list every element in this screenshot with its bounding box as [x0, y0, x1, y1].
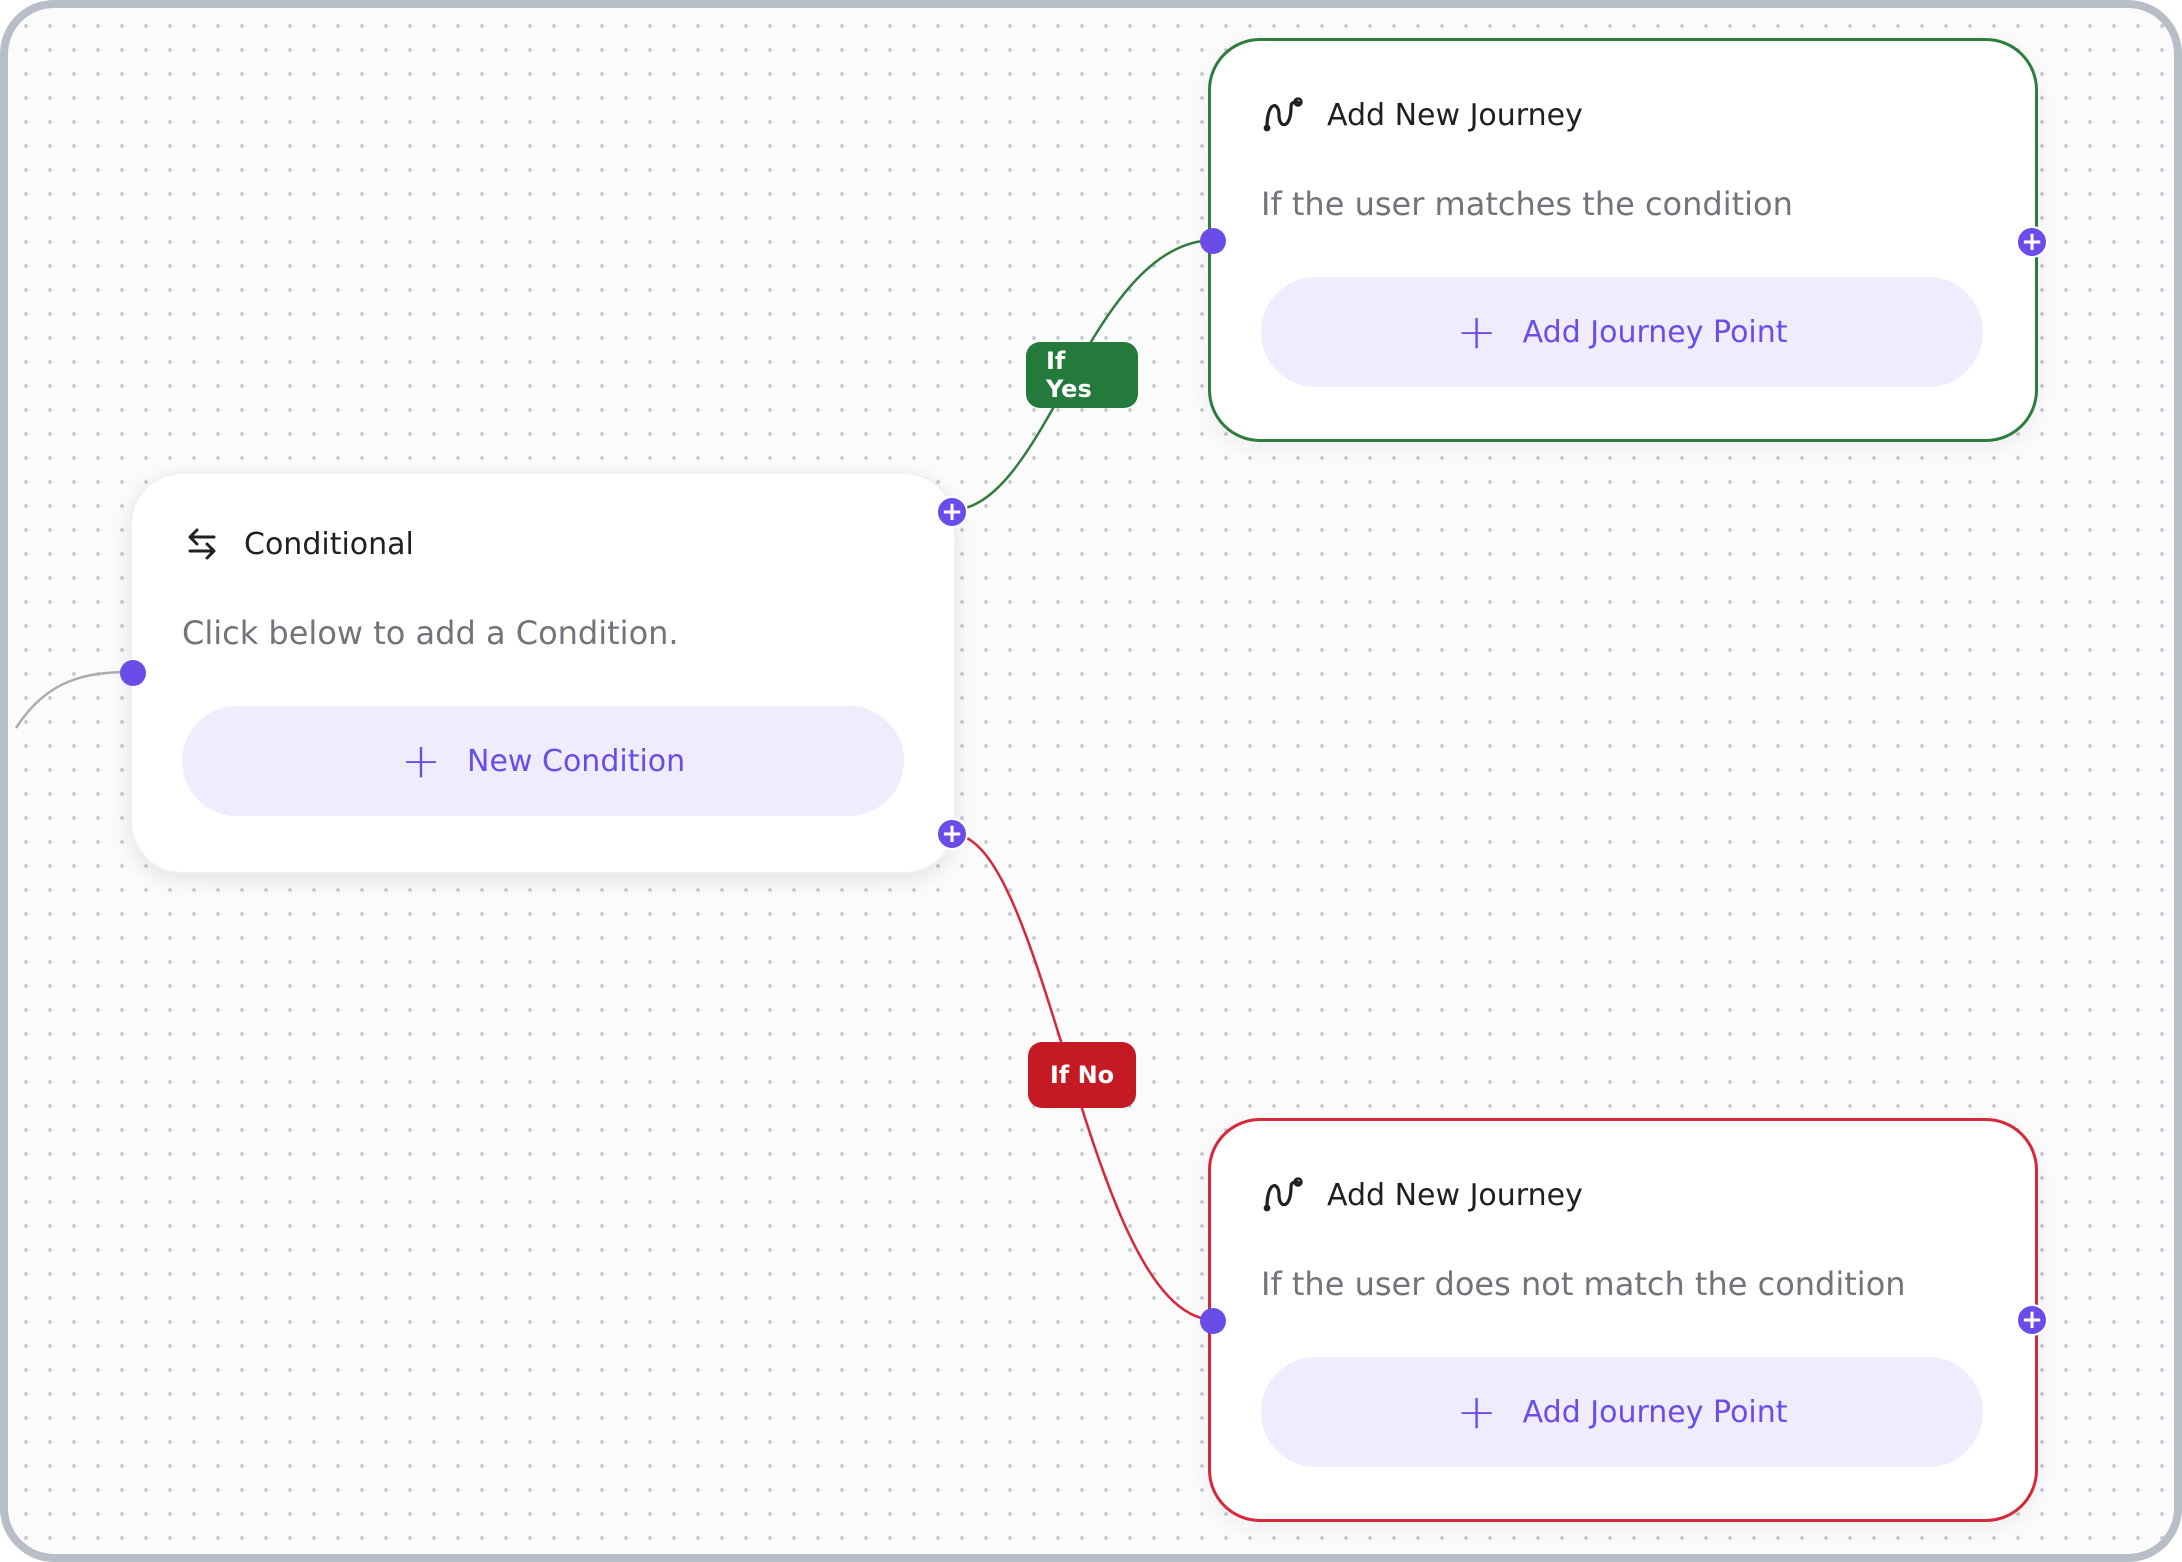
- new-condition-button[interactable]: + New Condition: [182, 706, 904, 816]
- incoming-edge: [14, 670, 133, 729]
- add-journey-point-button-yes[interactable]: + Add Journey Point: [1261, 277, 1983, 387]
- journey-node-no-header: Add New Journey: [1263, 1177, 1583, 1213]
- journey-node-yes-title: Add New Journey: [1327, 97, 1583, 133]
- conditional-node-description: Click below to add a Condition.: [182, 614, 679, 652]
- journey-yes-output-handle[interactable]: +: [2016, 226, 2048, 258]
- add-journey-point-label: Add Journey Point: [1522, 1394, 1788, 1430]
- add-journey-point-label: Add Journey Point: [1522, 314, 1788, 350]
- conditional-node[interactable]: Conditional Click below to add a Conditi…: [130, 472, 956, 874]
- journey-node-no[interactable]: Add New Journey If the user does not mat…: [1208, 1118, 2038, 1522]
- add-journey-point-button-no[interactable]: + Add Journey Point: [1261, 1357, 1983, 1467]
- journey-yes-input-handle[interactable]: [1200, 228, 1226, 254]
- journey-node-yes[interactable]: Add New Journey If the user matches the …: [1208, 38, 2038, 442]
- journey-node-no-description: If the user does not match the condition: [1261, 1265, 1906, 1303]
- journey-no-input-handle[interactable]: [1200, 1308, 1226, 1334]
- new-condition-label: New Condition: [467, 743, 686, 779]
- plus-icon: +: [1456, 304, 1497, 360]
- conditional-no-output-handle[interactable]: +: [936, 818, 968, 850]
- conditional-node-header: Conditional: [184, 526, 414, 562]
- conditional-node-title: Conditional: [244, 526, 414, 562]
- journey-node-yes-description: If the user matches the condition: [1261, 185, 1793, 223]
- journey-no-output-handle[interactable]: +: [2016, 1304, 2048, 1336]
- conditional-input-handle[interactable]: [120, 660, 146, 686]
- journey-node-no-title: Add New Journey: [1327, 1177, 1583, 1213]
- swap-arrows-icon: [184, 526, 220, 562]
- conditional-yes-output-handle[interactable]: +: [936, 496, 968, 528]
- journey-path-icon: [1263, 97, 1303, 133]
- journey-node-yes-header: Add New Journey: [1263, 97, 1583, 133]
- journey-path-icon: [1263, 1177, 1303, 1213]
- if-yes-badge[interactable]: If Yes: [1026, 342, 1138, 408]
- if-no-badge[interactable]: If No: [1028, 1042, 1136, 1108]
- plus-icon: +: [1456, 1384, 1497, 1440]
- plus-icon: +: [400, 733, 442, 789]
